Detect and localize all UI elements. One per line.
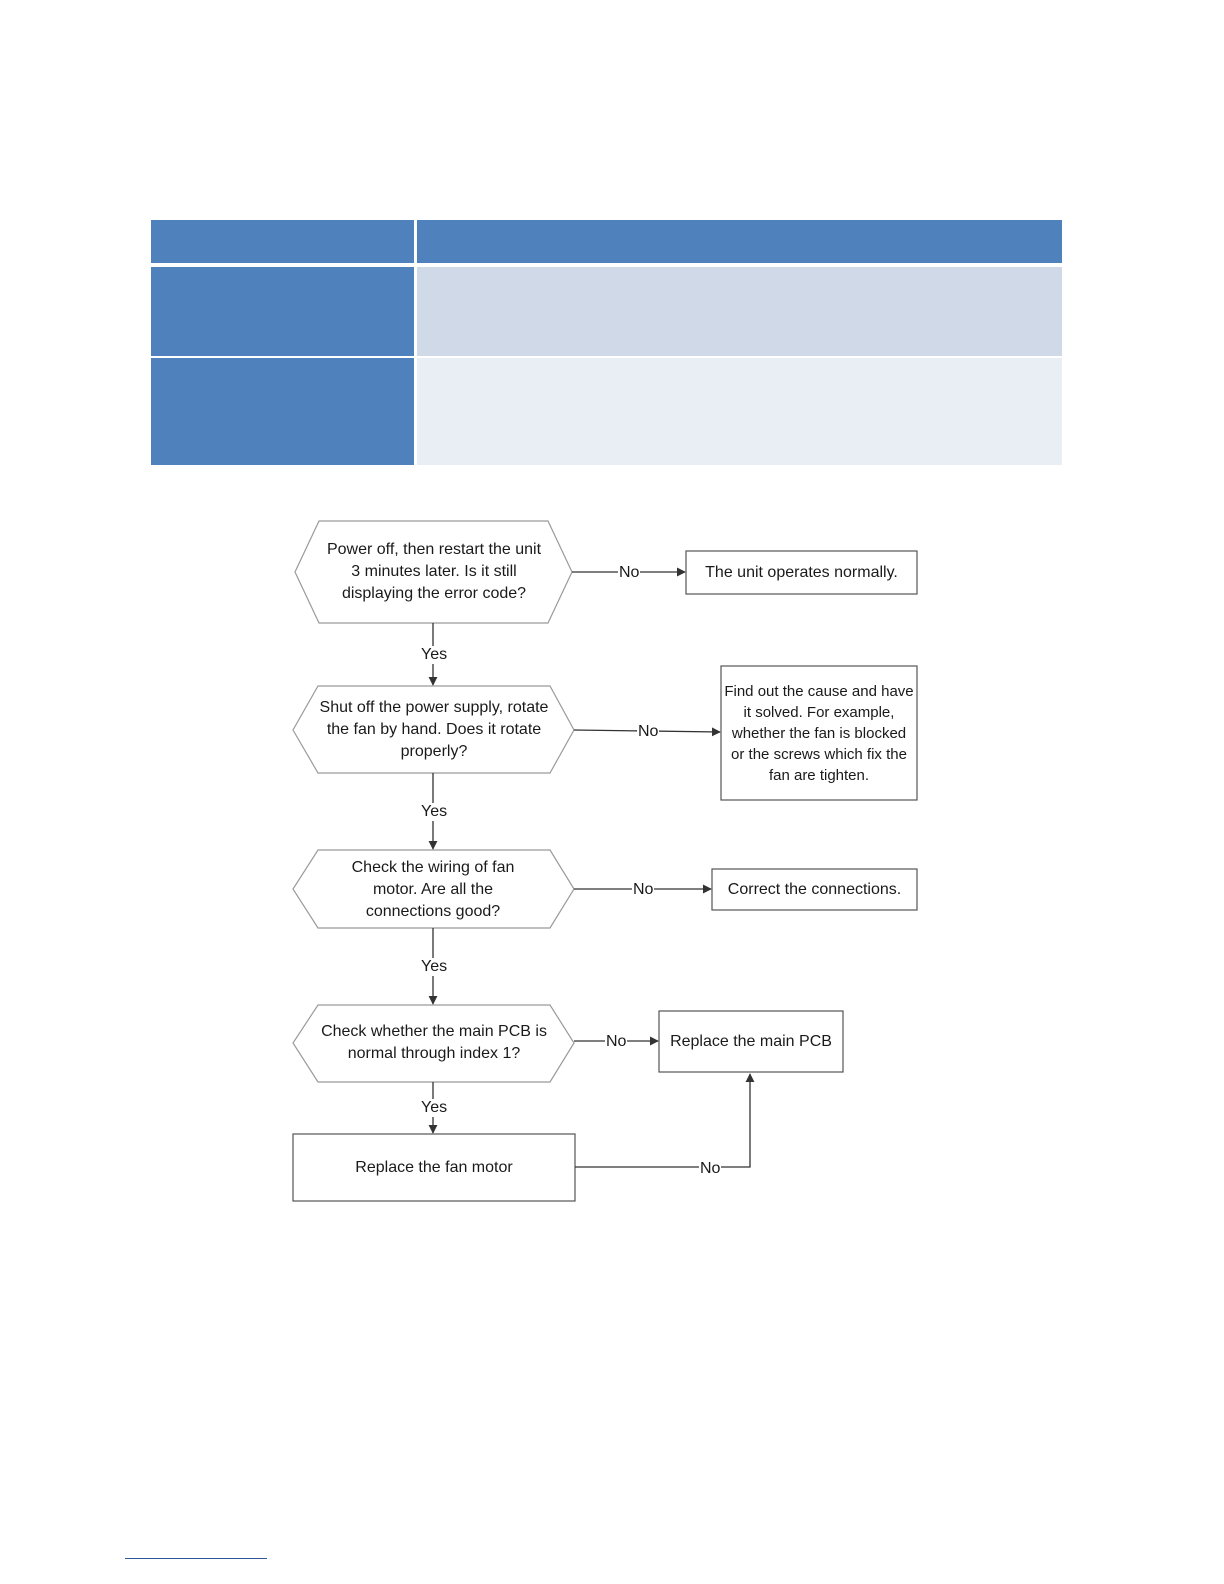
action-box-4 — [658, 1010, 844, 1073]
action-text-5: Replace the fan motor — [355, 1158, 513, 1176]
no-label-4: No — [605, 1033, 628, 1051]
decision-shape-2 — [292, 685, 575, 774]
footnote-separator — [125, 1558, 267, 1559]
table-header-cell-left — [151, 220, 414, 263]
action-text-4: Replace the main PCB — [670, 1032, 832, 1050]
no-label-3: No — [632, 881, 655, 899]
yes-label-2: Yes — [420, 803, 449, 821]
decision-shape-3 — [292, 849, 575, 929]
action-box-2 — [720, 665, 918, 801]
table-row2-label-cell — [151, 358, 414, 465]
table-row1-label-cell — [151, 267, 414, 356]
yes-label-1: Yes — [420, 646, 449, 664]
table-row1-value-cell — [417, 267, 1062, 356]
no-label-2: No — [637, 723, 660, 741]
decision-shape-1 — [294, 520, 573, 624]
connector-no-5 — [575, 1073, 755, 1168]
action-box-3 — [711, 868, 918, 911]
decision-text-4: Check whether the main PCB is normal thr… — [321, 1023, 547, 1062]
action-box-1 — [685, 550, 918, 595]
action-text-3: Correct the connections. — [727, 880, 902, 898]
decision-shape-4 — [292, 1004, 575, 1083]
no-label-1: No — [618, 564, 641, 582]
action-text-1: The unit operates normally. — [705, 563, 898, 581]
info-table — [151, 220, 1062, 465]
decision-text-3: Check the wiring of fan motor. Are all t… — [351, 859, 515, 920]
table-header-cell-right — [417, 220, 1062, 263]
decision-text-1: Power off, then restart the unit 3 minut… — [326, 541, 542, 602]
decision-text-2: Shut off the power supply, rotate the fa… — [319, 699, 549, 760]
yes-label-4: Yes — [420, 1099, 449, 1117]
no-label-5: No — [699, 1160, 722, 1178]
table-row2-value-cell — [417, 358, 1062, 465]
yes-label-3: Yes — [420, 958, 449, 976]
action-text-2: Find out the cause and have it solved. F… — [724, 682, 914, 784]
